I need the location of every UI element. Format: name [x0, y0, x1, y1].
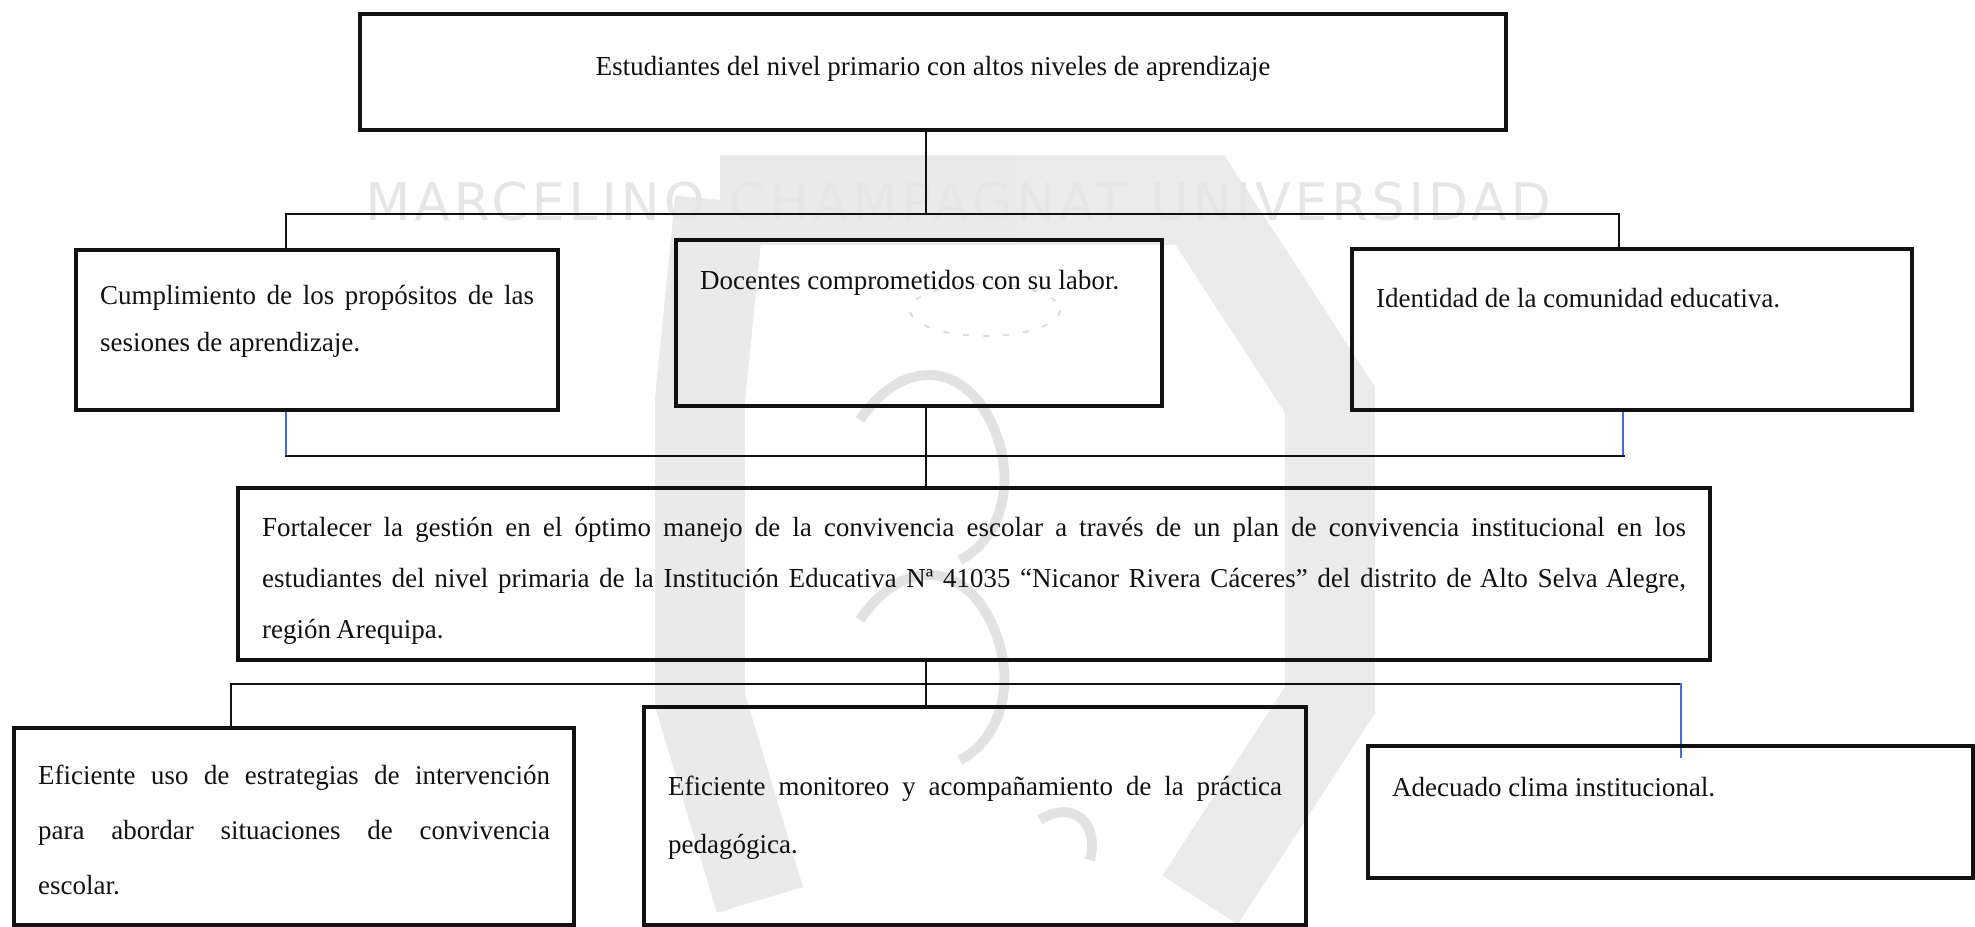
- end-box-1: Cumplimiento de los propósitos de las se…: [74, 248, 560, 412]
- end-box-2-text: Docentes comprometidos con su labor.: [700, 265, 1120, 295]
- connector-up-right: [1622, 410, 1624, 456]
- goal-box-text: Fortalecer la gestión en el óptimo manej…: [262, 512, 1686, 644]
- goal-box: Fortalecer la gestión en el óptimo manej…: [236, 486, 1712, 662]
- end-box-3: Identidad de la comunidad educativa.: [1350, 247, 1914, 412]
- end-box-2: Docentes comprometidos con su labor.: [674, 238, 1164, 408]
- connector-top-stem: [925, 131, 927, 215]
- connector-drop-right: [1618, 213, 1620, 248]
- end-box-1-text: Cumplimiento de los propósitos de las se…: [100, 280, 534, 357]
- watermark-arc-text: MARCELINO CHAMPAGNAT UNIVERSIDAD: [365, 173, 1554, 233]
- top-box: Estudiantes del nivel primario con altos…: [358, 12, 1508, 132]
- connector-bottom-bar: [230, 683, 1680, 685]
- connector-up-left: [285, 410, 287, 456]
- connector-top-bar: [285, 213, 1620, 215]
- top-box-text: Estudiantes del nivel primario con altos…: [595, 51, 1271, 81]
- means-box-3: Adecuado clima institucional.: [1366, 744, 1975, 880]
- means-box-1: Eficiente uso de estrategias de interven…: [12, 726, 576, 927]
- connector-mid-bar: [285, 455, 1625, 457]
- connector-drop-left: [285, 213, 287, 248]
- connector-mid-stem: [925, 405, 927, 490]
- connector-drop-bottom-left: [230, 683, 232, 728]
- means-box-2: Eficiente monitoreo y acompañamiento de …: [642, 705, 1308, 927]
- means-box-2-text: Eficiente monitoreo y acompañamiento de …: [668, 771, 1282, 859]
- connector-goal-stem: [925, 660, 927, 705]
- connector-drop-bottom-right: [1680, 683, 1682, 758]
- means-box-1-text: Eficiente uso de estrategias de interven…: [38, 760, 550, 900]
- means-box-3-text: Adecuado clima institucional.: [1392, 772, 1716, 802]
- end-box-3-text: Identidad de la comunidad educativa.: [1376, 283, 1781, 313]
